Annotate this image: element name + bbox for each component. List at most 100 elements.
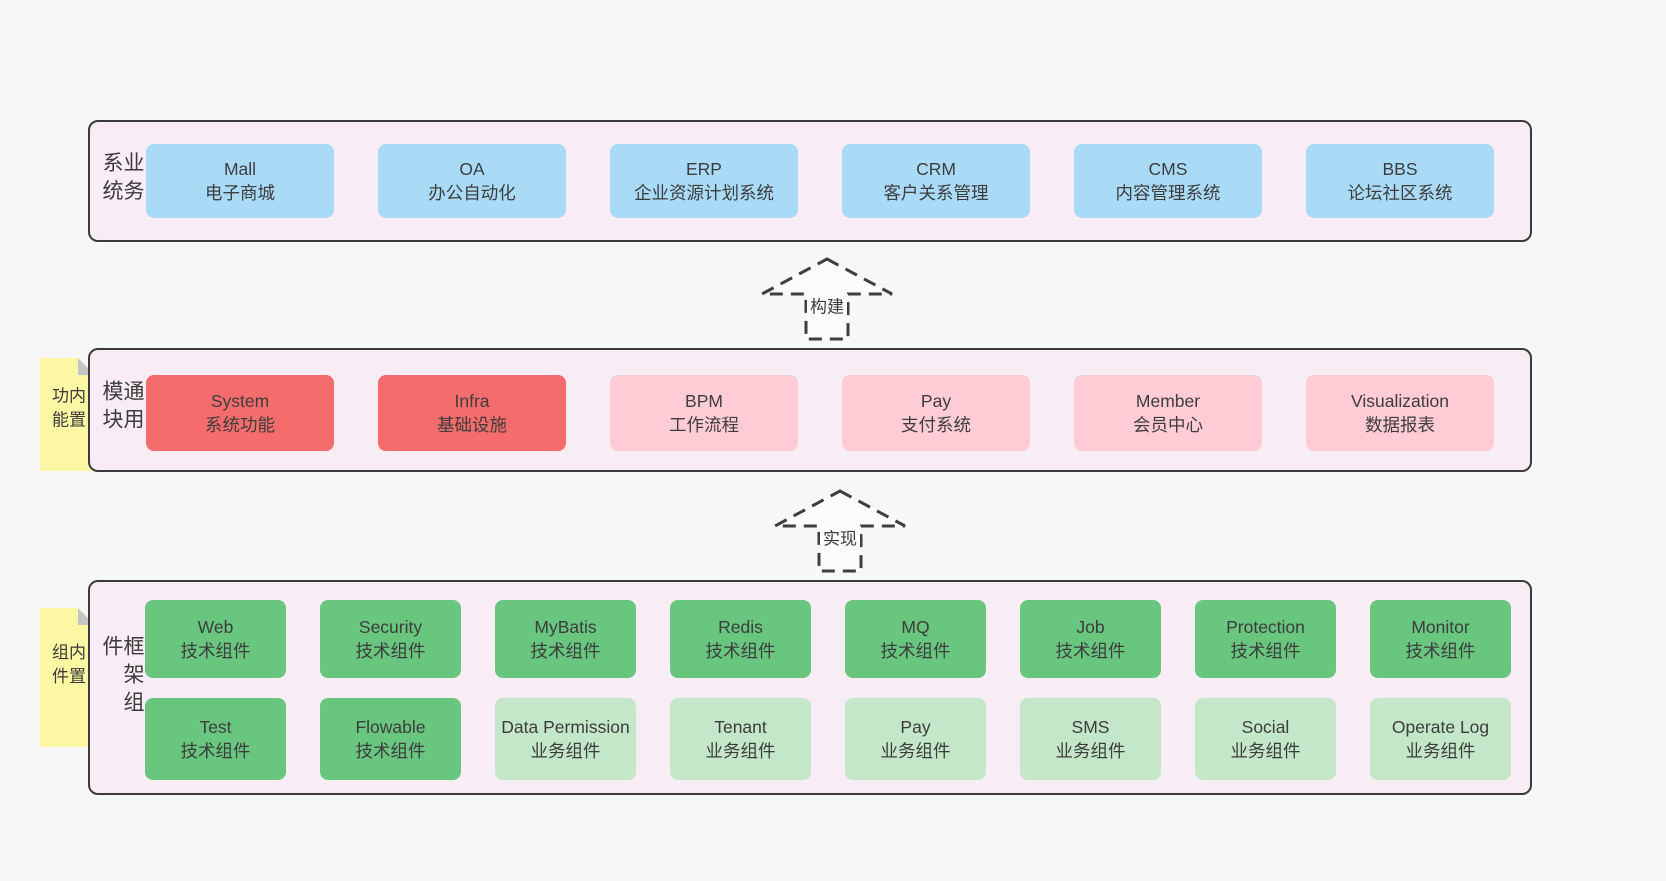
box-desc: 业务组件 — [1230, 741, 1301, 761]
module-box-crm: CRM 客户关系管理 — [842, 144, 1030, 218]
sticky-note-builtin-components: 内置组件 — [40, 608, 95, 747]
box-desc: 电子商城 — [205, 183, 275, 203]
box-name: Job — [1076, 617, 1105, 637]
box-name: MyBatis — [534, 617, 597, 637]
module-box-social: Social 业务组件 — [1195, 698, 1336, 780]
box-desc: 内容管理系统 — [1115, 183, 1221, 203]
band-common-modules: 通用模块 System 系统功能 Infra 基础设施 BPM 工作流程 Pay 支付系统 Me… — [88, 348, 1532, 472]
box-desc: 系统功能 — [205, 415, 275, 435]
sticky-note-builtin-features: 内置功能 — [40, 358, 95, 471]
module-box-monitor: Monitor 技术组件 — [1370, 600, 1511, 678]
box-desc: 支付系统 — [901, 415, 971, 435]
box-desc: 技术组件 — [180, 641, 251, 661]
module-box-operate-log: Operate Log 业务组件 — [1370, 698, 1511, 780]
box-name: Monitor — [1411, 617, 1470, 637]
box-desc: 业务组件 — [880, 741, 951, 761]
box-desc: 论坛社区系统 — [1347, 183, 1453, 203]
module-box-erp: ERP 企业资源计划系统 — [610, 144, 798, 218]
box-name: Test — [199, 717, 232, 737]
box-desc: 业务组件 — [1055, 741, 1126, 761]
box-desc: 技术组件 — [1230, 641, 1301, 661]
sticky-label: 内置功能 — [49, 386, 85, 435]
sticky-label: 内置组件 — [49, 642, 85, 691]
box-desc: 技术组件 — [1055, 641, 1126, 661]
box-name: Redis — [718, 617, 763, 637]
band-side-label: 框架组件 — [100, 634, 144, 719]
module-box-bbs: BBS 论坛社区系统 — [1306, 144, 1494, 218]
box-name: BPM — [685, 391, 723, 411]
module-box-cms: CMS 内容管理系统 — [1074, 144, 1262, 218]
box-name: BBS — [1382, 159, 1418, 179]
box-name: Infra — [454, 391, 490, 411]
module-box-test: Test 技术组件 — [145, 698, 286, 780]
module-box-flowable: Flowable 技术组件 — [320, 698, 461, 780]
box-name: CMS — [1148, 159, 1188, 179]
box-desc: 业务组件 — [705, 741, 776, 761]
box-desc: 客户关系管理 — [883, 183, 989, 203]
band-side-label: 业务系统 — [100, 151, 144, 208]
box-name: Pay — [920, 391, 952, 411]
module-box-pay: Pay 支付系统 — [842, 375, 1030, 451]
box-desc: 技术组件 — [705, 641, 776, 661]
module-box-infra: Infra 基础设施 — [378, 375, 566, 451]
box-name: Mall — [223, 159, 257, 179]
module-box-sms: SMS 业务组件 — [1020, 698, 1161, 780]
box-desc: 企业资源计划系统 — [634, 183, 774, 203]
box-name: Tenant — [714, 717, 767, 737]
box-name: ERP — [686, 159, 722, 179]
box-desc: 办公自动化 — [428, 183, 516, 203]
module-box-mq: MQ 技术组件 — [845, 600, 986, 678]
box-desc: 技术组件 — [530, 641, 601, 661]
box-desc: 业务组件 — [1405, 741, 1476, 761]
module-box-system: System 系统功能 — [146, 375, 334, 451]
module-box-job: Job 技术组件 — [1020, 600, 1161, 678]
box-row: System 系统功能 Infra 基础设施 BPM 工作流程 Pay 支付系统 Member 会… — [90, 375, 1530, 451]
box-desc: 基础设施 — [437, 415, 507, 435]
module-box-bpm: BPM 工作流程 — [610, 375, 798, 451]
arrow-label: 实现 — [820, 524, 860, 550]
box-name: CRM — [916, 159, 956, 179]
arrow-build: 构建 — [759, 256, 895, 342]
box-desc: 数据报表 — [1365, 415, 1435, 435]
box-name: Security — [358, 617, 423, 637]
module-box-mybatis: MyBatis 技术组件 — [495, 600, 636, 678]
module-box-member: Member 会员中心 — [1074, 375, 1262, 451]
box-desc: 会员中心 — [1133, 415, 1203, 435]
box-desc: 工作流程 — [669, 415, 739, 435]
box-name: Data Permission — [501, 717, 630, 737]
module-box-pay: Pay 业务组件 — [845, 698, 986, 780]
box-desc: 技术组件 — [880, 641, 951, 661]
box-name: Social — [1241, 717, 1290, 737]
module-box-web: Web 技术组件 — [145, 600, 286, 678]
band-business-systems: 业务系统 Mall 电子商城 OA 办公自动化 ERP 企业资源计划系统 CRM 客户关系管理… — [88, 120, 1532, 242]
module-box-protection: Protection 技术组件 — [1195, 600, 1336, 678]
module-box-redis: Redis 技术组件 — [670, 600, 811, 678]
box-name: Operate Log — [1391, 717, 1490, 737]
box-name: Web — [197, 617, 234, 637]
module-box-visualization: Visualization 数据报表 — [1306, 375, 1494, 451]
box-name: Visualization — [1351, 391, 1449, 411]
box-name: SMS — [1071, 717, 1110, 737]
box-name: System — [210, 391, 270, 411]
box-desc: 技术组件 — [355, 741, 426, 761]
arrow-label: 构建 — [807, 292, 847, 318]
box-desc: 技术组件 — [180, 741, 251, 761]
module-box-security: Security 技术组件 — [320, 600, 461, 678]
box-desc: 技术组件 — [355, 641, 426, 661]
module-box-mall: Mall 电子商城 — [146, 144, 334, 218]
band-side-label: 通用模块 — [100, 380, 144, 436]
box-desc: 业务组件 — [530, 741, 601, 761]
module-box-data-permission: Data Permission 业务组件 — [495, 698, 636, 780]
module-box-tenant: Tenant 业务组件 — [670, 698, 811, 780]
box-desc: 技术组件 — [1405, 641, 1476, 661]
box-name: MQ — [901, 617, 930, 637]
box-name: OA — [459, 159, 485, 179]
box-name: Protection — [1226, 617, 1305, 637]
box-name: Pay — [900, 717, 931, 737]
box-name: Member — [1135, 391, 1201, 411]
arrow-implement: 实现 — [772, 488, 908, 574]
box-name: Flowable — [355, 717, 426, 737]
